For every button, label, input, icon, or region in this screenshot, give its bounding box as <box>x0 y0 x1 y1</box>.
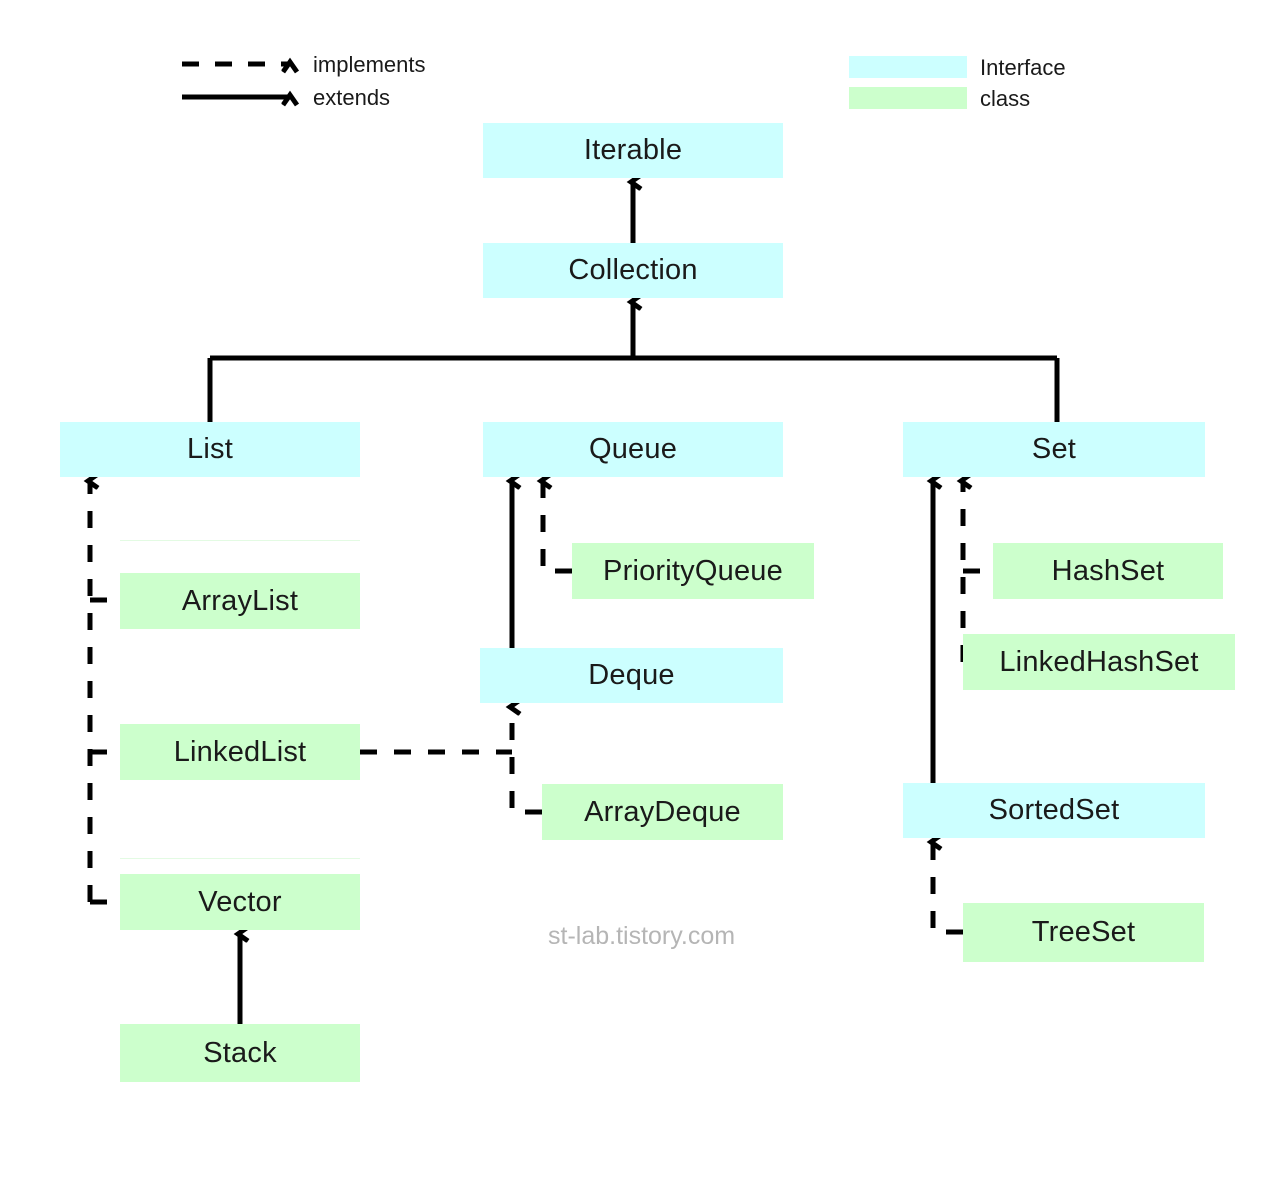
legend-class-swatch <box>849 87 967 109</box>
legend-interface-swatch <box>849 56 967 78</box>
legend-implements-label: implements <box>313 52 426 77</box>
node-stack[interactable]: Stack <box>120 1024 360 1082</box>
node-deque[interactable]: Deque <box>480 648 783 703</box>
node-list[interactable]: List <box>60 422 360 477</box>
node-linkedhashset[interactable]: LinkedHashSet <box>963 634 1235 690</box>
node-arraylist[interactable]: ArrayList <box>120 573 360 629</box>
node-treeset[interactable]: TreeSet <box>963 903 1204 962</box>
edge-arraydeque-deque <box>512 707 542 815</box>
edge-treeset-sortedset <box>933 842 963 935</box>
faint-rule-upper <box>120 540 360 541</box>
node-queue[interactable]: Queue <box>483 422 783 477</box>
node-sortedset[interactable]: SortedSet <box>903 783 1205 838</box>
legend-interface-label: Interface <box>980 55 1066 80</box>
legend-class-label: class <box>980 86 1031 111</box>
faint-rule-lower <box>120 858 360 859</box>
node-hashset[interactable]: HashSet <box>993 543 1223 599</box>
node-arraydeque[interactable]: ArrayDeque <box>542 784 783 840</box>
legend-extends-label: extends <box>313 85 391 110</box>
node-collection[interactable]: Collection <box>483 243 783 298</box>
edge-priorityqueue-queue <box>543 481 572 574</box>
node-linkedlist[interactable]: LinkedList <box>120 724 360 780</box>
node-set[interactable]: Set <box>903 422 1205 477</box>
node-priorityqueue[interactable]: PriorityQueue <box>572 543 814 599</box>
node-vector[interactable]: Vector <box>120 874 360 930</box>
watermark: st-lab.tistory.com <box>548 922 736 950</box>
node-iterable[interactable]: Iterable <box>483 123 783 178</box>
